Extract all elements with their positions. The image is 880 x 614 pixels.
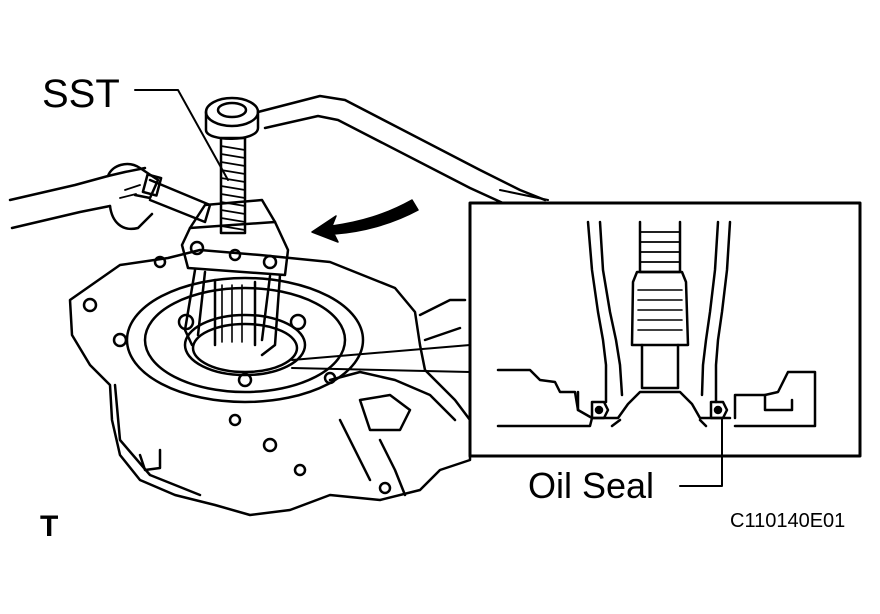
oil-seal-label: Oil Seal: [528, 465, 655, 506]
puller-handle-bar: [204, 94, 547, 206]
wrench-icon: [8, 162, 212, 231]
puller-screw: [219, 136, 247, 235]
rotation-arrow-icon: [311, 199, 419, 243]
sst-leader-line: [134, 89, 229, 181]
cross-section-inset: [468, 201, 862, 458]
sst-label: SST: [42, 72, 120, 116]
oil-seal-leader-line: [679, 417, 723, 487]
oil-seal-bore: [125, 276, 365, 404]
view-marker-label: T: [40, 510, 59, 543]
figure-code-label: C110140E01: [730, 510, 846, 532]
gear-puller-icon: [180, 198, 290, 357]
